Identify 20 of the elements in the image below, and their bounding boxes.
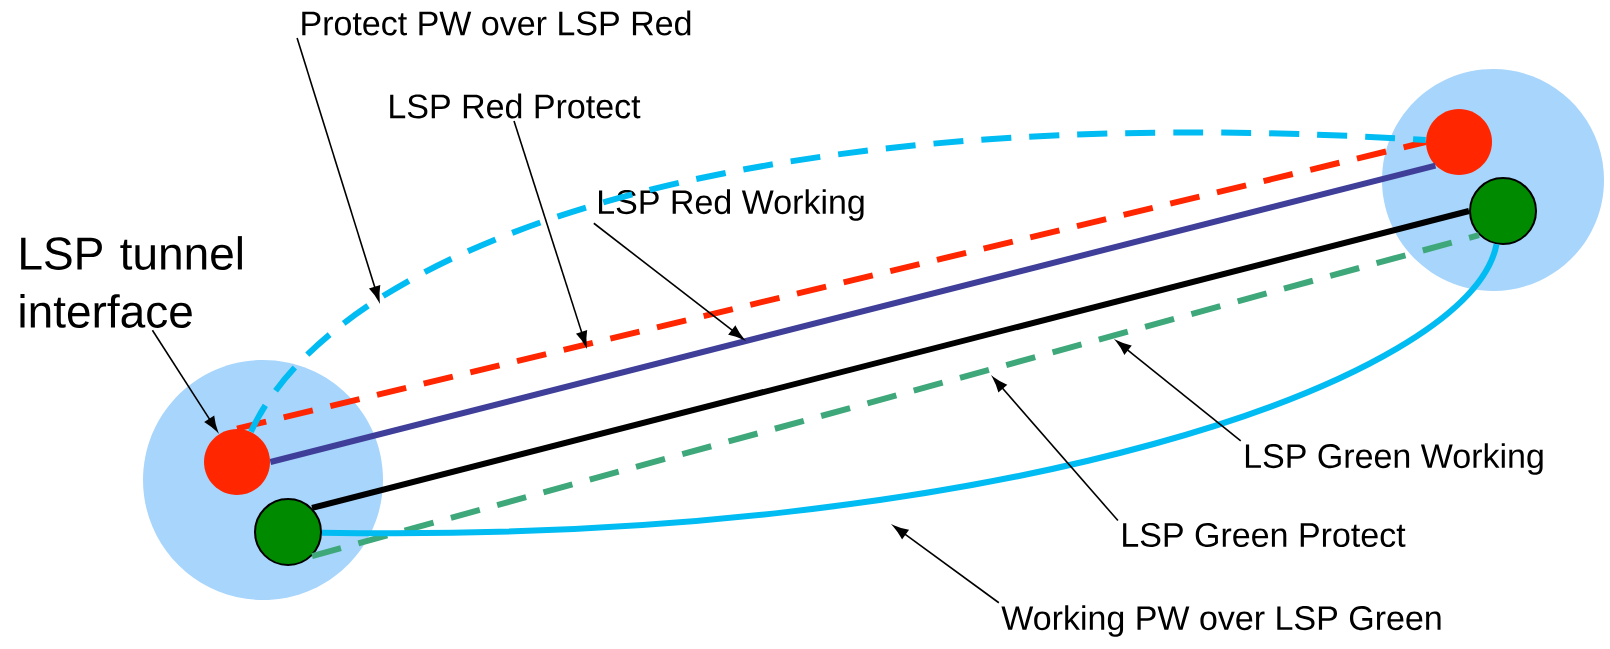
- connection-line: [269, 162, 1437, 465]
- label-text: Working PW over LSP Green: [1001, 605, 1441, 637]
- interface-dot: [1426, 109, 1492, 175]
- label-text: LSP Green Working: [1245, 443, 1543, 475]
- label-text: LSP Red Protect: [390, 93, 641, 119]
- interface-dot: [1469, 177, 1537, 245]
- label-text: LSP Red Working: [599, 189, 864, 221]
- interface-dot: [204, 429, 270, 495]
- connection-line: [311, 208, 1470, 511]
- interface-dot: [254, 498, 322, 566]
- leader-line: [1116, 340, 1242, 442]
- label-text: LSP Green Protect: [1123, 522, 1406, 548]
- leader-line: [513, 120, 588, 347]
- leader-line: [296, 37, 381, 302]
- label-text: Protect PW over LSP Red: [302, 10, 691, 36]
- leader-line: [593, 222, 744, 340]
- label-text: LSP tunnel interface: [20, 236, 242, 328]
- leader-line: [893, 525, 1000, 604]
- leader-line: [151, 329, 218, 432]
- leader-line: [992, 376, 1119, 522]
